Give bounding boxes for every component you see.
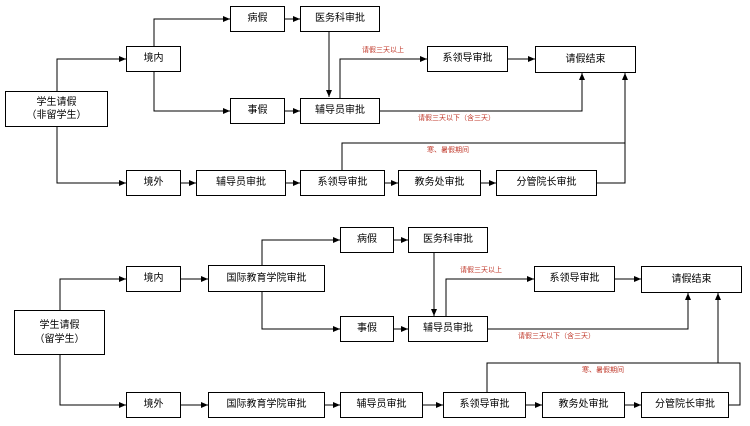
- intl-personal-leave-box: 事假: [340, 316, 394, 342]
- connector-intl-college-to-sick: [261, 237, 340, 265]
- intl-sick-leave-box: 病假: [340, 227, 394, 253]
- dept-leader-approval-box: 系领导审批: [427, 46, 508, 72]
- intl-vice-dean-approval-box: 分管院长审批: [641, 392, 729, 418]
- connector-intl-counselor-to-end: [488, 293, 691, 330]
- intl-college-approval-box: 国际教育学院审批: [208, 265, 325, 292]
- connector-intl-vacation-bypass: [486, 362, 718, 392]
- intl-counselor-approval-box: 辅导员审批: [408, 316, 488, 342]
- intl-domestic-box: 境内: [126, 266, 181, 292]
- intl-abroad-counselor-approval-box: 辅导员审批: [340, 392, 423, 418]
- sick-leave-box: 病假: [230, 6, 285, 32]
- domestic-box: 境内: [126, 46, 181, 72]
- intl-start-label-line2: （留学生）: [34, 333, 85, 345]
- note-over-three-days: 请假三天以上: [362, 46, 404, 54]
- intl-dept-leader-approval-box: 系领导审批: [534, 266, 615, 292]
- connector-intl-start-to-domestic: [59, 276, 126, 310]
- connector-counselor-to-dept-leader: [339, 56, 427, 98]
- start-box-non-intl: 学生请假 （非留学生）: [5, 91, 108, 127]
- counselor-approval-box: 辅导员审批: [300, 98, 380, 124]
- abroad-dept-leader-approval-box: 系领导审批: [300, 170, 385, 196]
- connector-intl-start-to-abroad: [59, 355, 126, 408]
- intl-abroad-box: 境外: [126, 392, 181, 418]
- connector-vice-dean-to-end: [597, 73, 628, 184]
- intl-note-vacation-period: 寒、暑假期间: [582, 366, 624, 374]
- intl-leave-end-box: 请假结束: [641, 266, 742, 293]
- connector-domestic-to-sick: [153, 16, 230, 46]
- intl-note-over-three-days: 请假三天以上: [460, 266, 502, 274]
- connector-vacation-bypass: [341, 142, 625, 170]
- abroad-box: 境外: [126, 170, 181, 196]
- abroad-counselor-approval-box: 辅导员审批: [196, 170, 286, 196]
- personal-leave-box: 事假: [230, 98, 285, 124]
- medical-approval-box: 医务科审批: [300, 6, 380, 32]
- connector-counselor-to-end: [380, 73, 585, 112]
- intl-abroad-college-approval-box: 国际教育学院审批: [208, 392, 325, 418]
- connector-domestic-to-personal: [153, 72, 230, 114]
- connector-intl-college-to-personal: [261, 292, 340, 332]
- connector-intl-vice-dean-to-end: [715, 293, 741, 406]
- intl-note-three-days-or-less: 请假三天以下（含三天）: [518, 332, 595, 340]
- intl-medical-approval-box: 医务科审批: [408, 227, 488, 253]
- intl-academic-affairs-approval-box: 教务处审批: [542, 392, 625, 418]
- connector-intl-counselor-to-dept-leader: [445, 276, 534, 316]
- connector-start-to-abroad: [56, 127, 126, 186]
- start-box-intl: 学生请假 （留学生）: [14, 310, 105, 355]
- note-vacation-period: 寒、暑假期间: [427, 146, 469, 154]
- vice-dean-approval-box: 分管院长审批: [496, 170, 597, 196]
- intl-start-label-line1: 学生请假: [39, 320, 80, 331]
- academic-affairs-approval-box: 教务处审批: [398, 170, 481, 196]
- start-label-line2: （非留学生）: [26, 110, 87, 121]
- intl-abroad-dept-leader-approval-box: 系领导审批: [443, 392, 526, 418]
- start-label-line1: 学生请假: [36, 96, 77, 108]
- note-three-days-or-less: 请假三天以下（含三天）: [418, 114, 495, 122]
- leave-end-box: 请假结束: [535, 46, 636, 73]
- connector-start-to-domestic: [56, 56, 126, 91]
